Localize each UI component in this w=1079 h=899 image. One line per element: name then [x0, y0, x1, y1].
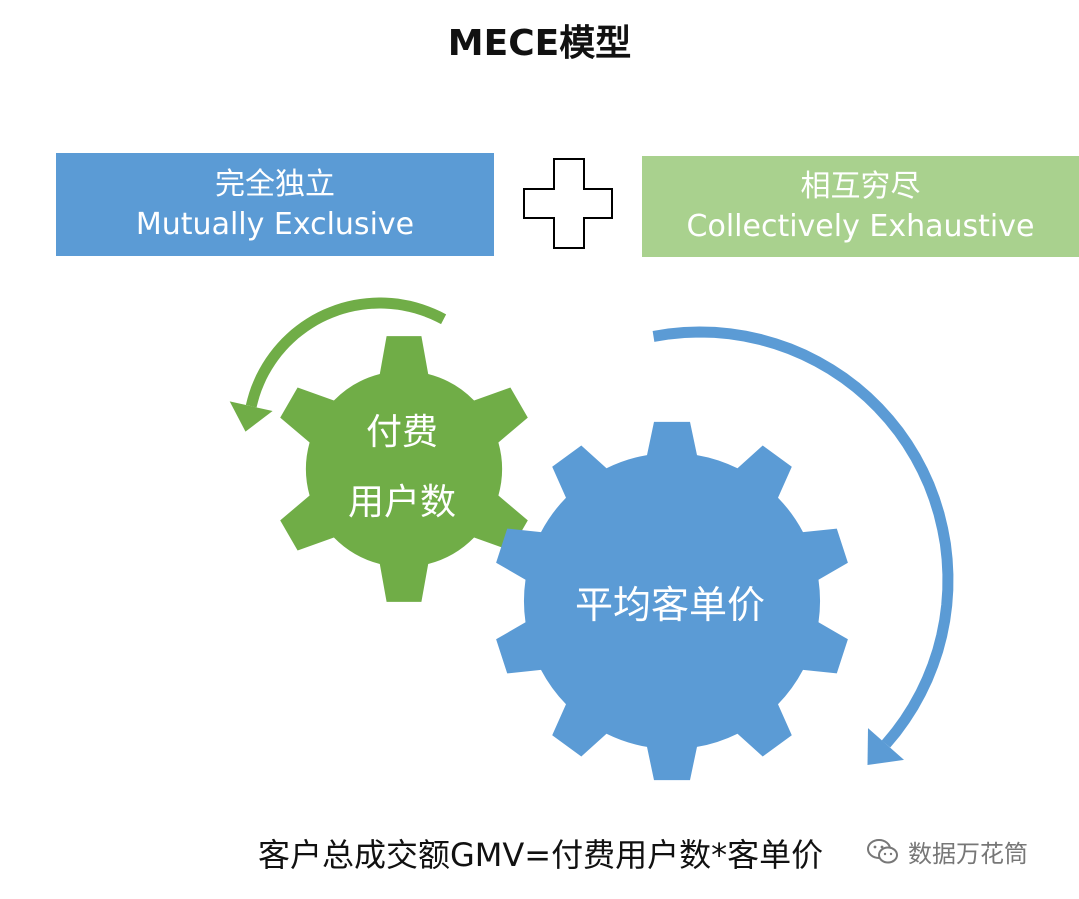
- gear-small-line1: 付费: [365, 412, 438, 453]
- mutually-exclusive-en: Mutually Exclusive: [135, 206, 415, 242]
- arrow-head: [867, 728, 904, 765]
- gear-small-shape: [280, 336, 528, 602]
- collectively-exhaustive-box: 相互穷尽 Collectively Exhaustive: [642, 156, 1079, 257]
- formula-text: 客户总成交额GMV=付费用户数*客单价: [258, 836, 824, 874]
- blue-curved-arrow: [652, 326, 954, 765]
- mutually-exclusive-box: 完全独立 Mutually Exclusive: [56, 153, 494, 256]
- gear-big-shape: [496, 421, 848, 781]
- green-curved-arrow: [229, 297, 447, 432]
- gear-big-label: 平均客单价: [574, 583, 765, 627]
- page-title: MECE模型: [447, 23, 632, 64]
- collectively-exhaustive-zh: 相互穷尽: [800, 168, 921, 204]
- gear-small-line2: 用户数: [347, 482, 456, 523]
- plus-icon: [523, 158, 613, 249]
- watermark-label: 数据万花筒: [908, 840, 1028, 868]
- mutually-exclusive-zh: 完全独立: [215, 166, 335, 202]
- gear-small-label: 付费 用户数: [322, 398, 482, 538]
- arrow-body: [652, 326, 954, 748]
- arrow-head: [229, 401, 273, 432]
- arrow-body: [245, 297, 447, 408]
- watermark: 数据万花筒: [866, 834, 1028, 869]
- wechat-icon: [867, 838, 898, 863]
- collectively-exhaustive-en: Collectively Exhaustive: [686, 208, 1035, 244]
